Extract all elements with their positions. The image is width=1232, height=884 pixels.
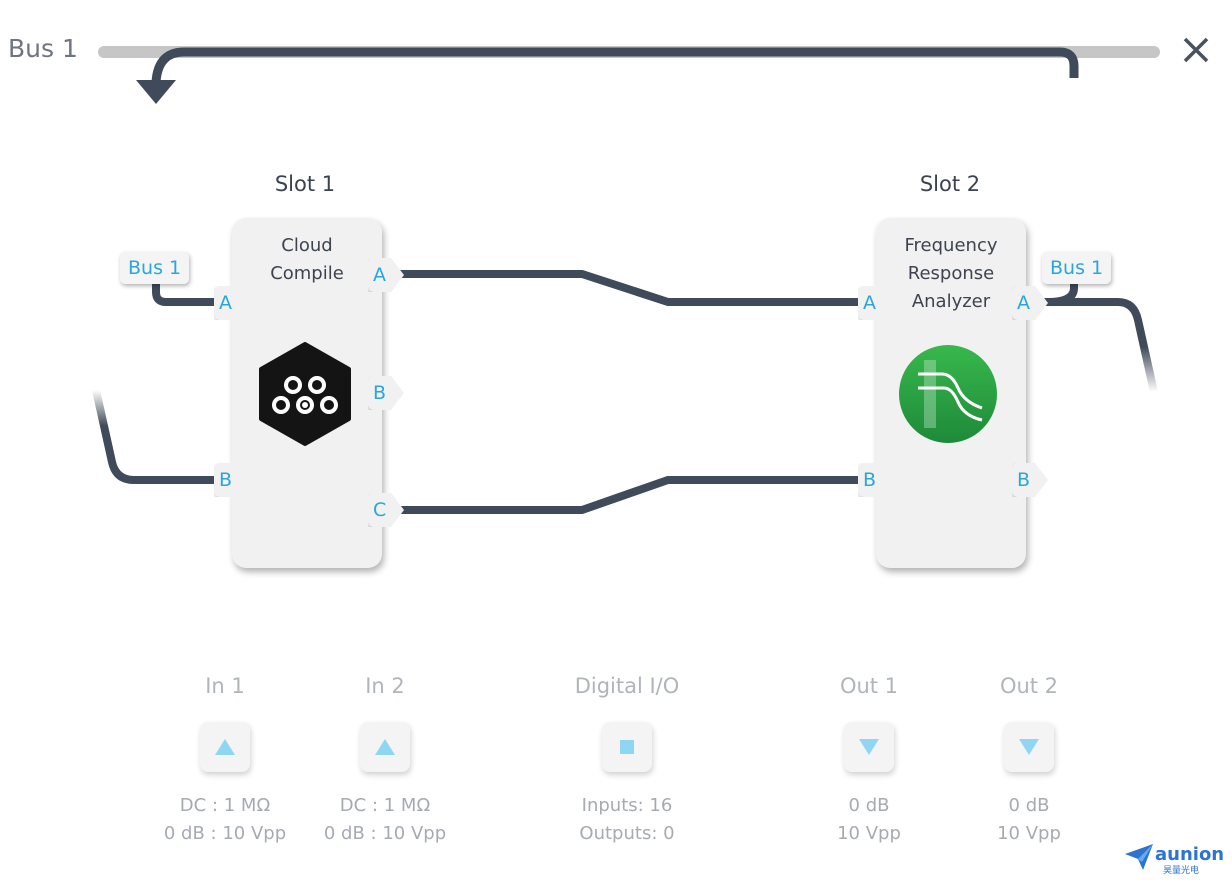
bus-title: Bus 1 xyxy=(8,34,78,63)
digital-io-info: Inputs: 16 Outputs: 0 xyxy=(579,795,675,844)
out-2-label: Out 2 xyxy=(999,674,1059,698)
triangle-up-icon xyxy=(215,739,235,755)
wire-bus-to-slot1-a xyxy=(152,284,222,306)
in-2-info: DC : 1 MΩ 0 dB : 10 Vpp xyxy=(323,795,447,844)
wire-to-slot1-b xyxy=(92,389,222,484)
wire-slot1-c-to-slot2-b xyxy=(400,476,862,514)
slot-2-output-bus-tag[interactable]: Bus 1 xyxy=(1042,252,1112,284)
triangle-down-icon xyxy=(859,739,879,755)
triangle-down-icon xyxy=(1019,739,1039,755)
in-1-button[interactable] xyxy=(200,722,250,772)
brand-logo-icon xyxy=(1125,844,1153,870)
out-2-button[interactable] xyxy=(1004,722,1054,772)
slot-1-input-bus-tag[interactable]: Bus 1 xyxy=(120,252,190,284)
in-1-label: In 1 xyxy=(205,674,245,698)
wire-slot1-a-to-slot2-a xyxy=(400,270,862,306)
bus-loop-arrow xyxy=(151,47,1079,88)
in-1-info: DC : 1 MΩ 0 dB : 10 Vpp xyxy=(163,795,287,844)
cloud-compile-icon xyxy=(259,342,351,446)
triangle-up-icon xyxy=(375,739,395,755)
in-2-button[interactable] xyxy=(360,722,410,772)
digital-io-label: Digital I/O xyxy=(574,674,680,698)
in-2-label: In 2 xyxy=(365,674,405,698)
square-icon xyxy=(620,740,634,754)
brand-subtitle: 昊量光电 xyxy=(1163,866,1200,876)
frequency-response-analyzer-icon xyxy=(899,345,997,443)
slot-2-card[interactable]: Frequency Response Analyzer xyxy=(876,218,1026,568)
out-1-label: Out 1 xyxy=(839,674,899,698)
wire-slot2-a-out xyxy=(1042,298,1158,393)
close-icon[interactable] xyxy=(1176,30,1216,70)
out-2-info: 0 dB 10 Vpp xyxy=(997,795,1061,844)
brand-name: aunion xyxy=(1155,844,1225,865)
slot-2-instrument-name: Frequency Response Analyzer xyxy=(904,235,998,312)
slot-1-instrument-name: Cloud Compile xyxy=(270,235,344,284)
slot-1-card[interactable]: Cloud Compile xyxy=(232,218,382,568)
out-1-info: 0 dB 10 Vpp xyxy=(837,795,901,844)
bus-arrow-head xyxy=(136,80,176,104)
out-1-button[interactable] xyxy=(844,722,894,772)
digital-io-button[interactable] xyxy=(602,722,652,772)
wire-slot2-a-to-bus xyxy=(1047,284,1078,306)
slot-2-label: Slot 2 xyxy=(919,172,981,196)
slot-1-label: Slot 1 xyxy=(274,172,336,196)
